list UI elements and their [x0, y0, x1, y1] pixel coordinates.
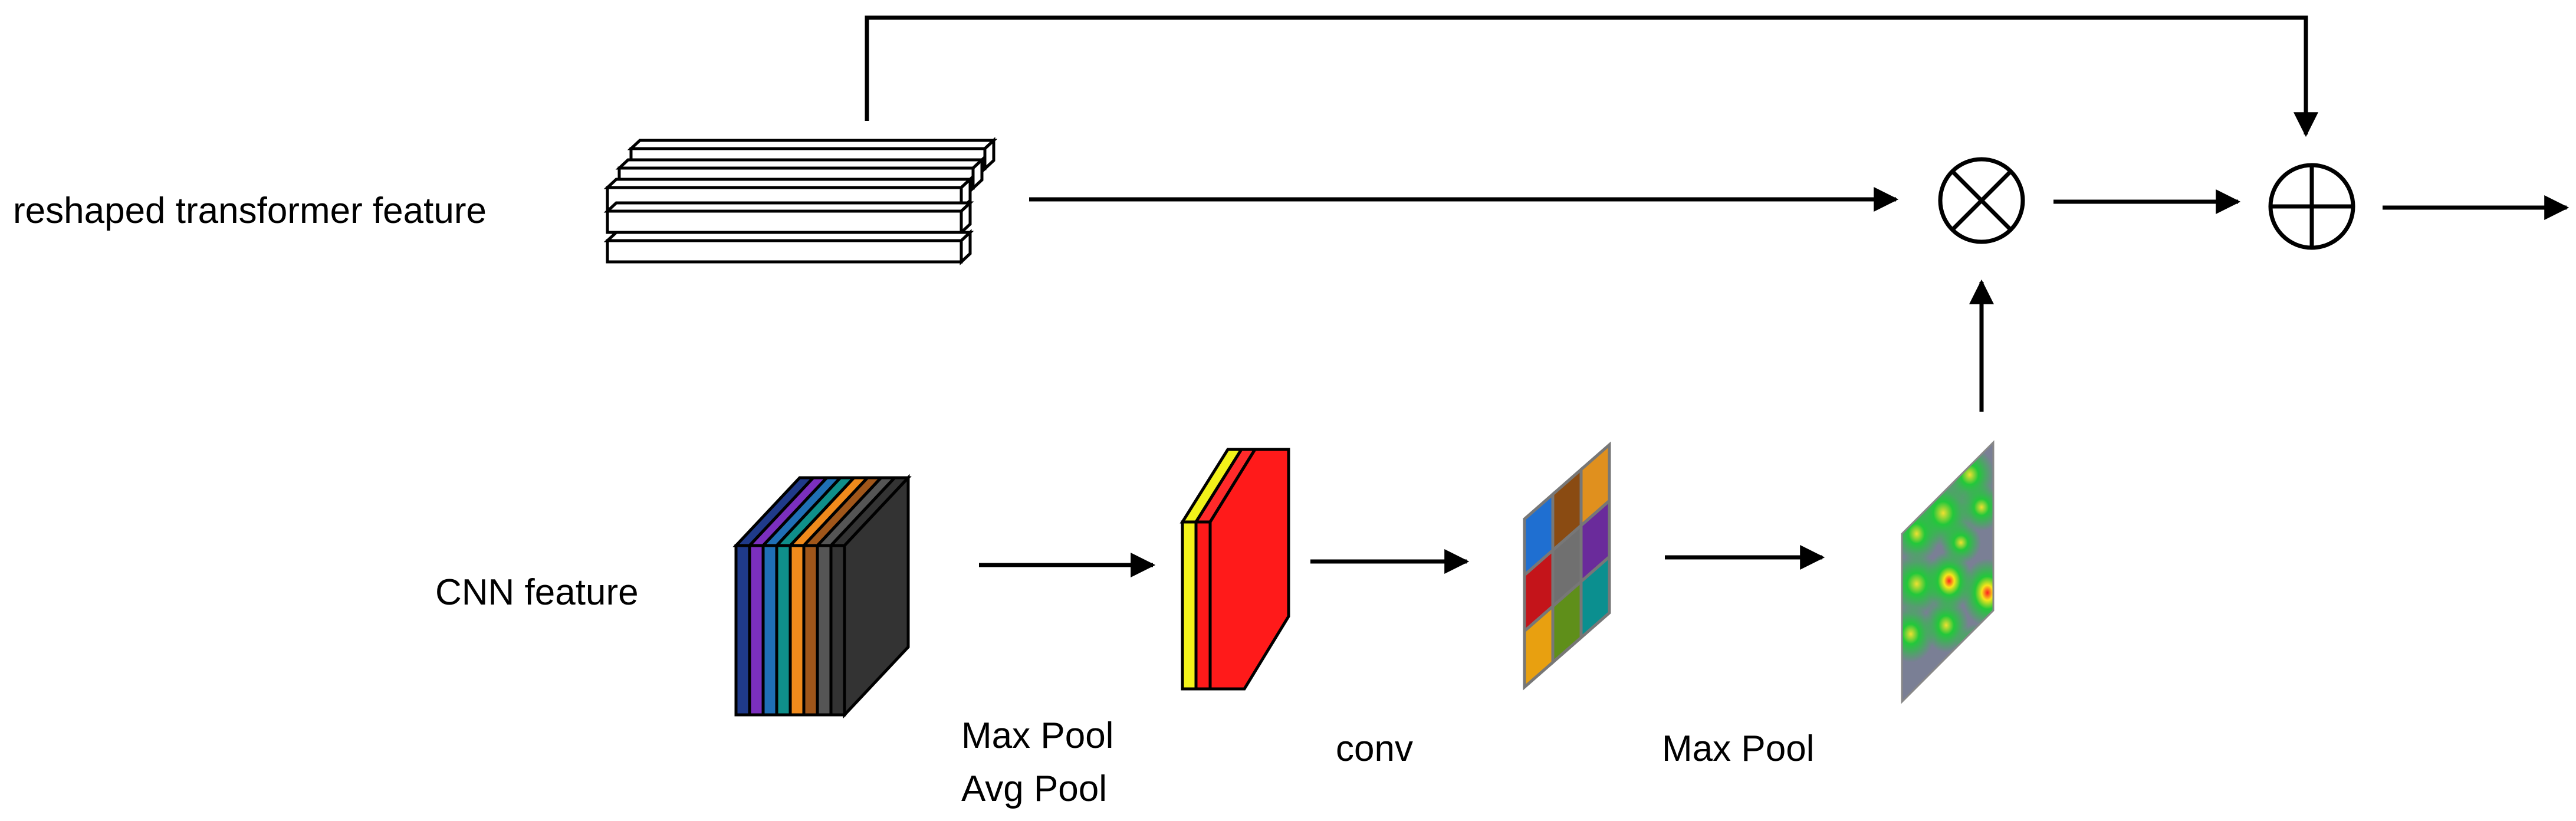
arrows — [979, 187, 2570, 577]
cnn-slice-8 — [829, 544, 846, 717]
transformer-feature-stack — [603, 137, 998, 265]
cnn-slice-2 — [748, 544, 765, 717]
pooled-feature — [1179, 448, 1290, 691]
cnn-cube-side — [843, 474, 910, 719]
conv-cell — [1579, 553, 1611, 641]
conv-label: conv — [1336, 728, 1413, 769]
circle-plus-icon — [2268, 163, 2355, 250]
cnn-slice-7 — [816, 544, 833, 717]
cnn-feature-label: CNN feature — [435, 572, 639, 613]
skip-connection — [865, 15, 2318, 137]
max-pool-slab — [1194, 520, 1212, 691]
transformer-feature-label: reshaped transformer feature — [13, 191, 487, 231]
cnn-slice-3 — [761, 544, 778, 717]
cnn-slice-1 — [734, 544, 751, 717]
max-pool-label-1: Max Pool — [961, 715, 1113, 756]
cnn-slice-5 — [788, 544, 806, 717]
max-pool-label-2: Max Pool — [1662, 728, 1814, 769]
conv-feature-grid — [1523, 441, 1611, 691]
cnn-slice-6 — [802, 544, 819, 717]
cnn-feature-cube — [732, 474, 912, 719]
circle-times-icon — [1938, 157, 2025, 244]
cnn-slice-4 — [775, 544, 792, 717]
avg-pool-slab — [1181, 520, 1198, 691]
attention-heatmap — [1901, 440, 1995, 704]
avg-pool-label: Avg Pool — [961, 769, 1107, 809]
